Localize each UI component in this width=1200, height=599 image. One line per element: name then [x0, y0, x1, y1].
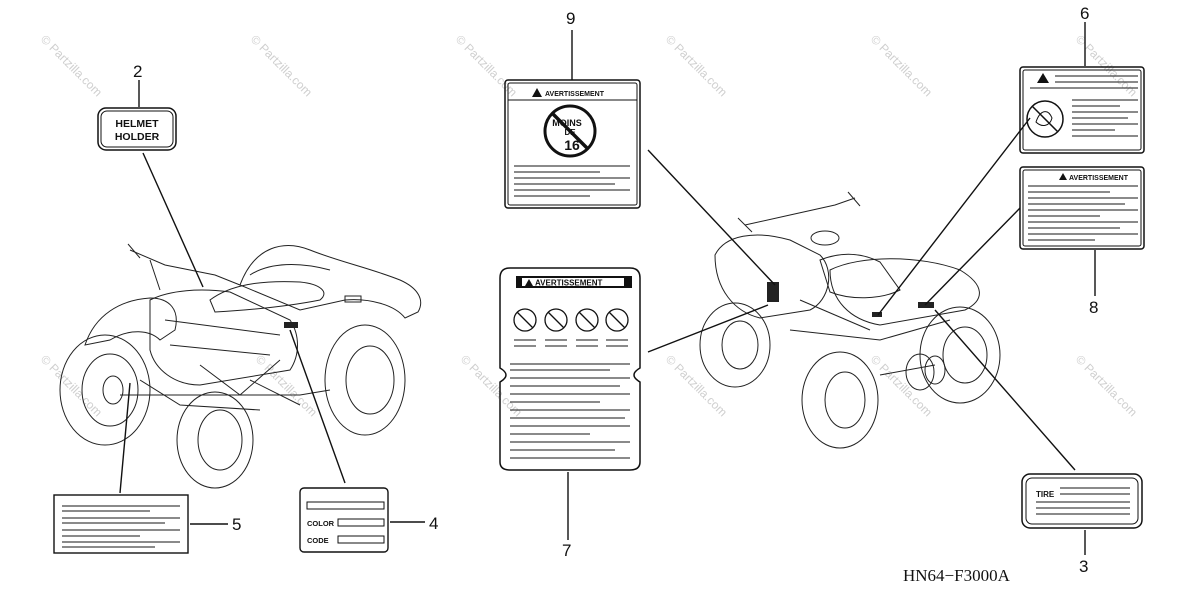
atv-right-illustration	[699, 191, 1001, 449]
watermark: © Partzilla.com	[38, 352, 105, 419]
callout-7: 7	[562, 541, 571, 560]
label-helmet-holder: HELMET HOLDER	[97, 107, 177, 151]
label-tire: TIRE	[1021, 473, 1143, 529]
label-warning-9: AVERTISSEMENT MOINS DE 16	[504, 79, 641, 209]
leader-lines	[119, 22, 1096, 555]
diagram-code: HN64−F3000A	[903, 566, 1011, 585]
callout-6: 6	[1080, 4, 1089, 23]
moins-line1: MOINS	[552, 118, 582, 128]
watermark: © Partzilla.com	[663, 352, 730, 419]
helmet-holder-line2: HOLDER	[115, 131, 160, 143]
watermark: © Partzilla.com	[1073, 32, 1140, 99]
moins-line2: DE	[564, 128, 576, 137]
watermark: © Partzilla.com	[663, 32, 730, 99]
watermark: © Partzilla.com	[868, 352, 935, 419]
watermark: © Partzilla.com	[453, 32, 520, 99]
callout-numbers: 2 5 4 9 7 6 8 3	[133, 4, 1098, 576]
label-warning-6	[1019, 66, 1145, 154]
watermark: © Partzilla.com	[868, 32, 935, 99]
callout-4: 4	[429, 514, 438, 533]
watermark: © Partzilla.com	[38, 32, 105, 99]
label-warning-8: AVERTISSEMENT	[1019, 166, 1145, 250]
callout-9: 9	[566, 9, 575, 28]
code-label: CODE	[307, 536, 329, 545]
avertissement-9: AVERTISSEMENT	[545, 91, 605, 98]
avertissement-7: AVERTISSEMENT	[535, 279, 603, 288]
watermark: © Partzilla.com	[248, 32, 315, 99]
avertissement-8: AVERTISSEMENT	[1069, 175, 1129, 182]
helmet-holder-line1: HELMET	[115, 118, 159, 130]
callout-2: 2	[133, 62, 142, 81]
tire-label: TIRE	[1036, 490, 1055, 499]
label-color-code: COLOR CODE	[299, 487, 389, 553]
label-warning-7: AVERTISSEMENT	[499, 267, 641, 471]
atv-left-illustration	[59, 243, 422, 489]
moins-line3: 16	[564, 137, 580, 153]
callout-3: 3	[1079, 557, 1088, 576]
callout-5: 5	[232, 515, 241, 534]
callout-8: 8	[1089, 298, 1098, 317]
watermark: © Partzilla.com	[1073, 352, 1140, 419]
color-label: COLOR	[307, 519, 335, 528]
label-5	[53, 494, 189, 554]
